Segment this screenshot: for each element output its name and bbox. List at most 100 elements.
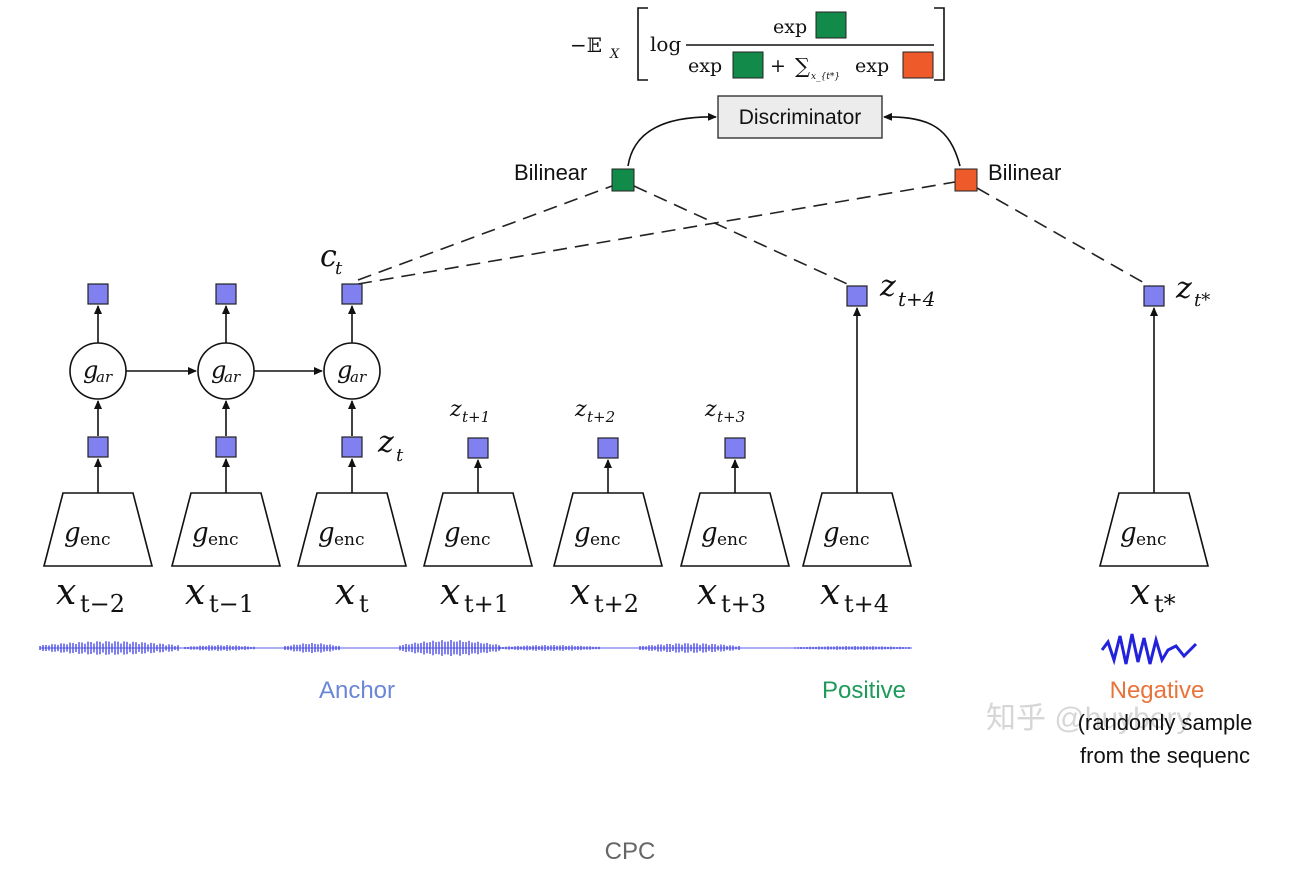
input-label-t1: x t+1 [440, 572, 509, 618]
gar-node-2: g ar [197, 342, 255, 400]
latent-square-t3 [724, 437, 746, 459]
svg-text:g: g [337, 356, 352, 384]
svg-text:x: x [185, 572, 205, 613]
svg-text:t+1: t+1 [464, 590, 509, 618]
svg-text:t−2: t−2 [80, 590, 125, 618]
expectation-symbol: −𝔼 [570, 33, 602, 57]
svg-text:x: x [697, 572, 717, 613]
svg-text:t+4: t+4 [844, 590, 889, 618]
discriminator-box [717, 95, 883, 139]
svg-text:g: g [83, 356, 98, 384]
latent-square-t2 [597, 437, 619, 459]
svg-text:ar: ar [96, 368, 113, 386]
negative-note-line2: from the sequenc [1080, 743, 1250, 768]
input-label-t-1: x t−1 [185, 572, 254, 618]
input-label-t4: x t+4 [820, 572, 889, 618]
z-t4-subscript: t+4 [898, 287, 936, 311]
negative-label: Negative [1110, 677, 1205, 704]
gar-node-3: g ar [323, 342, 381, 400]
sum-exp: exp [855, 55, 889, 77]
encoder-2: g enc [170, 492, 282, 567]
encoder-8: g enc [1098, 492, 1210, 567]
encoder-7: g enc [801, 492, 913, 567]
ct-subscript: t [335, 258, 343, 279]
svg-text:g: g [701, 518, 718, 548]
svg-text:t−1: t−1 [209, 590, 254, 618]
input-label-t2: x t+2 [570, 572, 639, 618]
svg-text:x: x [820, 572, 840, 613]
latent-square-t1 [467, 437, 489, 459]
z-t4-label: z [879, 269, 896, 304]
svg-text:ar: ar [350, 368, 367, 386]
negative-note-line1: (randomly sample [1078, 710, 1253, 735]
svg-text:x: x [335, 572, 355, 613]
latent-square-zt [341, 436, 363, 458]
svg-text:g: g [318, 518, 335, 548]
latent-square-tstar [1143, 285, 1165, 307]
anchor-positive-waveform [39, 640, 912, 656]
denominator-negative-square [902, 51, 934, 79]
arrow-bilinear-left-to-discriminator [627, 112, 717, 167]
sum-symbol: ∑ [795, 54, 810, 78]
svg-text:enc: enc [590, 530, 621, 550]
input-label-tstar: x t* [1130, 572, 1176, 618]
svg-text:enc: enc [1136, 530, 1167, 550]
latent-square-t-1 [215, 436, 237, 458]
svg-text:x: x [570, 572, 590, 613]
left-bracket [637, 7, 648, 81]
svg-text:g: g [1120, 518, 1137, 548]
svg-text:x: x [1130, 572, 1150, 613]
input-label-t-2: x t−2 [56, 572, 125, 618]
bilinear-right-label: Bilinear [988, 160, 1061, 185]
input-label-t3: x t+3 [697, 572, 766, 618]
z-t3-subscript: t+3 [717, 408, 745, 426]
encoder-5: g enc [552, 492, 664, 567]
svg-text:enc: enc [80, 530, 111, 550]
context-square-t-2 [87, 283, 109, 305]
encoder-3: g enc [296, 492, 408, 567]
figure-caption: CPC [605, 838, 656, 865]
encoder-6: g enc [679, 492, 791, 567]
latent-square-t-2 [87, 436, 109, 458]
zt-label: z [377, 425, 394, 460]
bilinear-negative-square [954, 168, 978, 192]
z-t2-subscript: t+2 [587, 408, 615, 426]
z-tstar-subscript: t* [1194, 290, 1210, 311]
positive-label: Positive [822, 677, 906, 704]
right-bracket [934, 7, 945, 81]
svg-text:t: t [359, 590, 369, 618]
svg-text:g: g [574, 518, 591, 548]
input-label-t: x t [335, 572, 369, 618]
encoder-4: g enc [422, 492, 534, 567]
svg-text:enc: enc [208, 530, 239, 550]
arrow-bilinear-right-to-discriminator [883, 112, 961, 167]
svg-text:t*: t* [1154, 590, 1176, 618]
dash-ct-to-bilinear-left [357, 185, 613, 281]
svg-text:x: x [440, 572, 460, 613]
log-text: log [650, 32, 681, 56]
expectation-subscript: X [609, 47, 620, 62]
svg-text:g: g [823, 518, 840, 548]
encoder-1: g enc [42, 492, 154, 567]
svg-text:enc: enc [717, 530, 748, 550]
plus-sign: + [770, 55, 786, 77]
svg-text:t+2: t+2 [594, 590, 639, 618]
sum-subscript: x_{t*} [811, 72, 840, 82]
denominator-exp: exp [688, 55, 722, 77]
context-square-t-1 [215, 283, 237, 305]
gar-node-1: g ar [69, 342, 127, 400]
svg-text:enc: enc [839, 530, 870, 550]
watermark: 知乎 @huybery [986, 702, 1192, 735]
svg-text:t+3: t+3 [721, 590, 766, 618]
zt-subscript: t [396, 445, 404, 466]
svg-text:enc: enc [460, 530, 491, 550]
bilinear-left-label: Bilinear [514, 160, 587, 185]
z-t3-label: z [704, 397, 717, 422]
svg-text:g: g [64, 518, 81, 548]
dash-bilinear-right-to-ztstar [976, 187, 1154, 289]
svg-text:g: g [192, 518, 209, 548]
svg-text:ar: ar [224, 368, 241, 386]
svg-text:g: g [444, 518, 461, 548]
discriminator-label: Discriminator [739, 106, 862, 129]
numerator-positive-square [815, 11, 847, 39]
